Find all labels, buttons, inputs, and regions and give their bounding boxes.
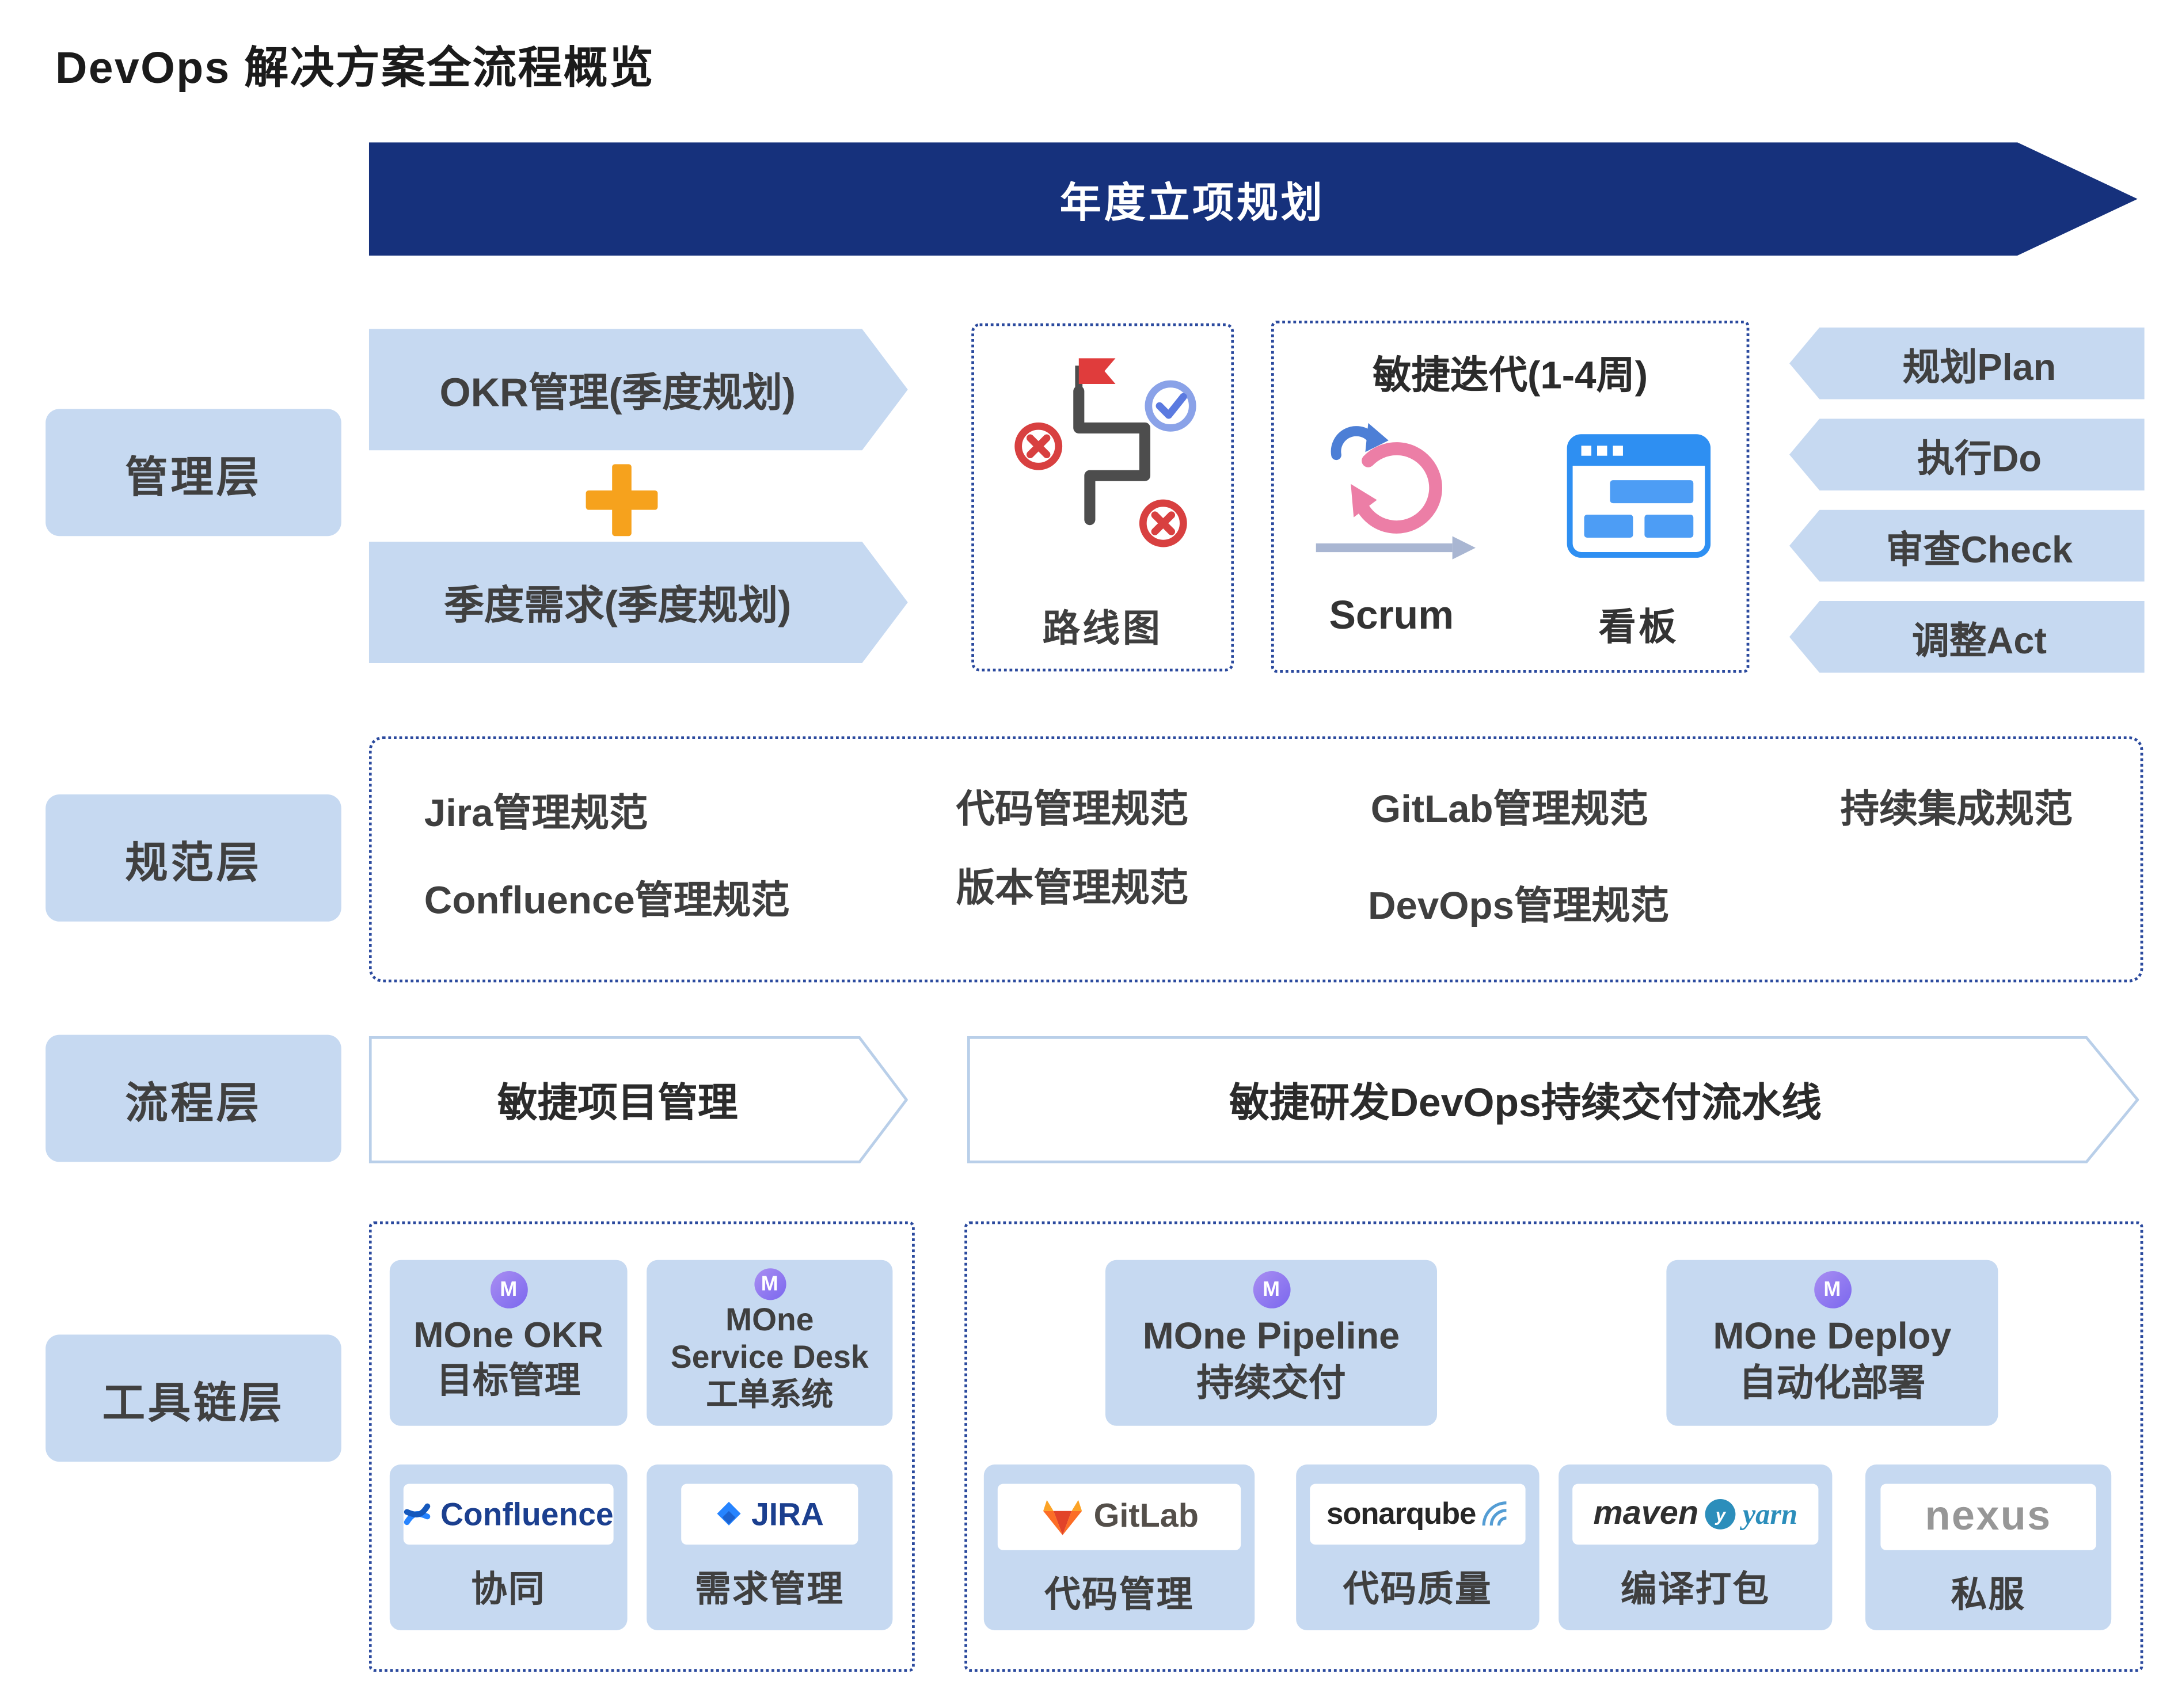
tool-card-sonarqube: sonarqube 代码质量 [1296, 1464, 1540, 1630]
tool-card-confluence: Confluence 协同 [389, 1464, 628, 1630]
pdca-check-tag: 审查Check [1789, 509, 2145, 582]
maven-yarn-logo: maven y yarn [1572, 1483, 1819, 1545]
kanban-icon [1567, 434, 1711, 558]
sonarqube-logo-text: sonarqube [1326, 1496, 1476, 1531]
layer-label-toolchain: 工具链层 [45, 1334, 341, 1462]
agile-pm-arrow: 敏捷项目管理 [368, 1036, 908, 1163]
tool-name: MOne Pipeline [1142, 1315, 1400, 1357]
spec-item-devops: DevOps管理规范 [1368, 884, 1669, 927]
layer-label-text: 流程层 [125, 1078, 262, 1127]
gitlab-icon [1042, 1500, 1082, 1535]
tool-card-mone-deploy: M MOne Deploy 自动化部署 [1666, 1260, 1998, 1426]
layer-label-process: 流程层 [45, 1034, 341, 1162]
mone-icon: M [1814, 1271, 1851, 1308]
tool-card-mone-service-desk: M MOne Service Desk 工单系统 [647, 1260, 893, 1426]
layer-label-text: 管理层 [125, 452, 262, 501]
tool-caption: 需求管理 [695, 1568, 845, 1610]
spec-item-ci: 持续集成规范 [1840, 788, 2073, 831]
tool-caption: 私服 [1951, 1573, 2026, 1615]
pdca-label: 审查Check [1886, 528, 2073, 570]
agile-iteration-title: 敏捷迭代(1-4周) [1373, 353, 1648, 397]
demand-arrow-label: 季度需求(季度规划) [444, 584, 792, 629]
arrow-outline [368, 1036, 908, 1163]
tool-name: MOne OKR [413, 1314, 603, 1356]
jira-logo: JIRA [681, 1483, 858, 1545]
banner-label: 年度立项规划 [1059, 181, 1325, 227]
spec-item-code: 代码管理规范 [956, 788, 1189, 831]
layer-label-specification: 规范层 [45, 794, 341, 922]
spec-item-gitlab: GitLab管理规范 [1370, 788, 1648, 831]
tool-card-maven-yarn: maven y yarn 编译打包 [1559, 1464, 1833, 1630]
mone-icon: M [1252, 1271, 1290, 1308]
pdca-label: 规划Plan [1902, 346, 2057, 388]
jira-logo-text: JIRA [751, 1496, 824, 1532]
tool-card-gitlab: GitLab 代码管理 [983, 1464, 1255, 1630]
tool-name: MOne [725, 1301, 814, 1338]
sonarqube-icon [1482, 1501, 1507, 1526]
tool-card-nexus: nexus 私服 [1865, 1464, 2112, 1630]
specification-panel: Jira管理规范 Confluence管理规范 代码管理规范 版本管理规范 Gi… [368, 736, 2143, 983]
tool-desc: 持续交付 [1196, 1362, 1346, 1404]
tool-name: MOne Deploy [1713, 1315, 1952, 1357]
layer-label-management: 管理层 [45, 409, 341, 537]
layer-label-text: 规范层 [125, 838, 262, 887]
okr-arrow-label: OKR管理(季度规划) [439, 371, 796, 416]
layer-label-text: 工具链层 [102, 1378, 285, 1426]
mone-icon: M [754, 1268, 786, 1300]
confluence-logo-text: Confluence [440, 1496, 614, 1532]
confluence-logo: Confluence [403, 1483, 614, 1545]
tool-desc: 自动化部署 [1739, 1362, 1926, 1404]
tool-card-jira: JIRA 需求管理 [647, 1464, 893, 1630]
yarn-logo-text: yarn [1742, 1497, 1798, 1530]
pdca-plan-tag: 规划Plan [1789, 327, 2145, 400]
spec-item-version: 版本管理规范 [956, 866, 1189, 910]
sonarqube-logo: sonarqube [1310, 1483, 1526, 1545]
gitlab-logo-text: GitLab [1093, 1497, 1199, 1535]
plus-icon [586, 464, 658, 537]
agile-pm-arrow-label: 敏捷项目管理 [497, 1082, 738, 1127]
tool-caption: 编译打包 [1621, 1568, 1770, 1610]
tool-caption: 代码质量 [1343, 1568, 1492, 1610]
scrum-label: Scrum [1329, 594, 1454, 638]
gitlab-logo: GitLab [997, 1483, 1241, 1550]
spec-item-jira: Jira管理规范 [424, 792, 648, 835]
roadmap-panel: 路线图 [971, 323, 1234, 672]
tool-desc: 目标管理 [436, 1359, 581, 1401]
devops-pipeline-arrow: 敏捷研发DevOps持续交付流水线 [967, 1036, 2139, 1163]
roadmap-label: 路线图 [1042, 608, 1163, 649]
annual-planning-banner: 年度立项规划 [368, 142, 2138, 256]
tool-card-mone-pipeline: M MOne Pipeline 持续交付 [1105, 1260, 1437, 1426]
mone-icon: M [489, 1271, 527, 1308]
okr-management-arrow: OKR管理(季度规划) [368, 329, 908, 451]
arrow-outline [967, 1036, 2139, 1163]
devops-pipeline-arrow-label: 敏捷研发DevOps持续交付流水线 [1229, 1082, 1822, 1127]
nexus-logo-text: nexus [1925, 1493, 2052, 1539]
yarn-icon: y [1705, 1499, 1736, 1530]
pdca-act-tag: 调整Act [1789, 601, 2145, 673]
kanban-label: 看板 [1598, 606, 1679, 648]
tool-card-mone-okr: M MOne OKR 目标管理 [389, 1260, 628, 1426]
tool-caption: 协同 [471, 1568, 546, 1610]
tool-desc: 工单系统 [706, 1376, 834, 1412]
quarter-demand-arrow: 季度需求(季度规划) [368, 541, 908, 663]
page-title: DevOps 解决方案全流程概览 [55, 43, 655, 93]
roadmap-icon [1014, 358, 1196, 547]
tool-name: Service Desk [670, 1338, 869, 1375]
scrum-icon [1316, 423, 1476, 560]
maven-logo-text: maven [1593, 1494, 1699, 1532]
jira-icon [716, 1501, 741, 1525]
spec-item-confluence: Confluence管理规范 [424, 878, 790, 922]
pdca-do-tag: 执行Do [1789, 419, 2145, 491]
nexus-logo: nexus [1880, 1483, 2096, 1550]
tool-caption: 代码管理 [1044, 1573, 1194, 1615]
confluence-icon [404, 1503, 431, 1526]
pdca-label: 调整Act [1911, 619, 2047, 661]
pdca-label: 执行Do [1917, 437, 2042, 479]
agile-iteration-panel: 敏捷迭代(1-4周) Scrum 看板 [1271, 320, 1750, 673]
